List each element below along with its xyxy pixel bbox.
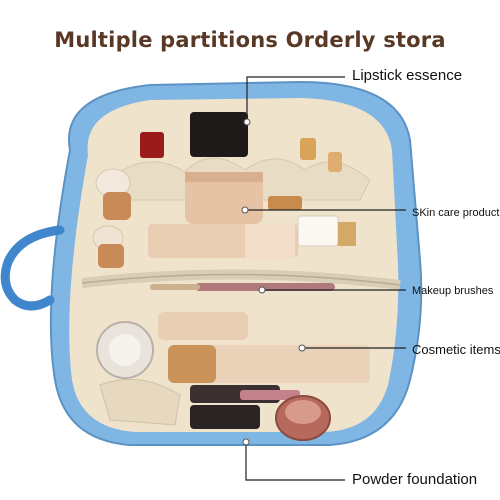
- label-skin-care: SKin care product: [412, 207, 500, 219]
- powder-items: [190, 395, 331, 441]
- label-brushes: Makeup brushes: [412, 285, 494, 297]
- lipstick-items: [140, 112, 342, 172]
- label-lipstick: Lipstick essence: [352, 67, 463, 84]
- bag-handle: [0, 225, 65, 311]
- label-powder: Powder foundation: [352, 471, 478, 488]
- skin-care-items: [92, 168, 356, 268]
- label-cosmetic: Cosmetic items: [412, 342, 500, 357]
- leader-dots: [241, 118, 306, 446]
- page-title: Multiple partitions Orderly stora: [54, 28, 446, 52]
- cosmetic-items: [96, 312, 370, 403]
- brush-items: [150, 283, 335, 291]
- leader-lines: [245, 76, 406, 481]
